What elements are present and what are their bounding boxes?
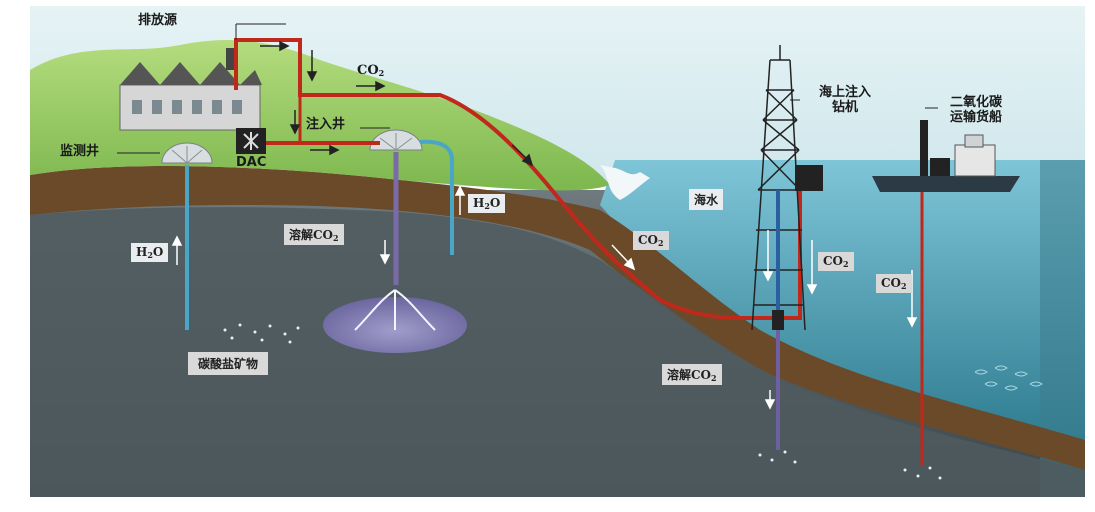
emission-source-label: 排放源 — [138, 13, 178, 28]
monitoring-well-dome — [161, 142, 213, 164]
dac-unit — [236, 128, 266, 154]
shoreline-surf — [600, 165, 650, 200]
seawater-label: 海水 — [689, 189, 724, 210]
carbonate-mineral-dots — [223, 323, 300, 344]
flow-arrows — [260, 40, 534, 167]
h2o-label-left: H2O — [131, 243, 169, 262]
co2-pipeline — [234, 38, 802, 321]
co2-ship-pipe-label: CO2 — [876, 274, 912, 293]
dac-label: DAC — [236, 155, 267, 170]
rig-compressor — [795, 165, 823, 191]
injection-well-label: 注入井 — [306, 117, 346, 132]
sea — [600, 160, 1085, 440]
water-return-pipe — [419, 139, 454, 255]
h2o-label-right: H2O — [468, 194, 506, 213]
factory — [119, 48, 262, 131]
co2-slope-label: CO2 — [633, 231, 669, 250]
offshore-rig — [751, 45, 806, 331]
co2-ship-label: 二氧化碳 运输货船 — [949, 95, 1002, 125]
co2-ship — [872, 120, 1020, 192]
offshore-rig-label: 海上注入 钻机 — [818, 85, 871, 115]
monitoring-well-label: 监测井 — [60, 144, 100, 159]
carbonate-minerals-label: 碳酸盐矿物 — [188, 352, 269, 375]
fish-school — [974, 365, 1043, 391]
co2-pipeline-label: CO2 — [357, 63, 385, 78]
dissolved-co2-onshore-label: 溶解CO2 — [284, 224, 344, 245]
co2-rig-label: CO2 — [818, 252, 854, 271]
dissolved-co2-offshore-label: 溶解CO2 — [662, 364, 722, 385]
sediment-layer — [30, 165, 1085, 470]
co2-bubbles — [758, 450, 942, 480]
